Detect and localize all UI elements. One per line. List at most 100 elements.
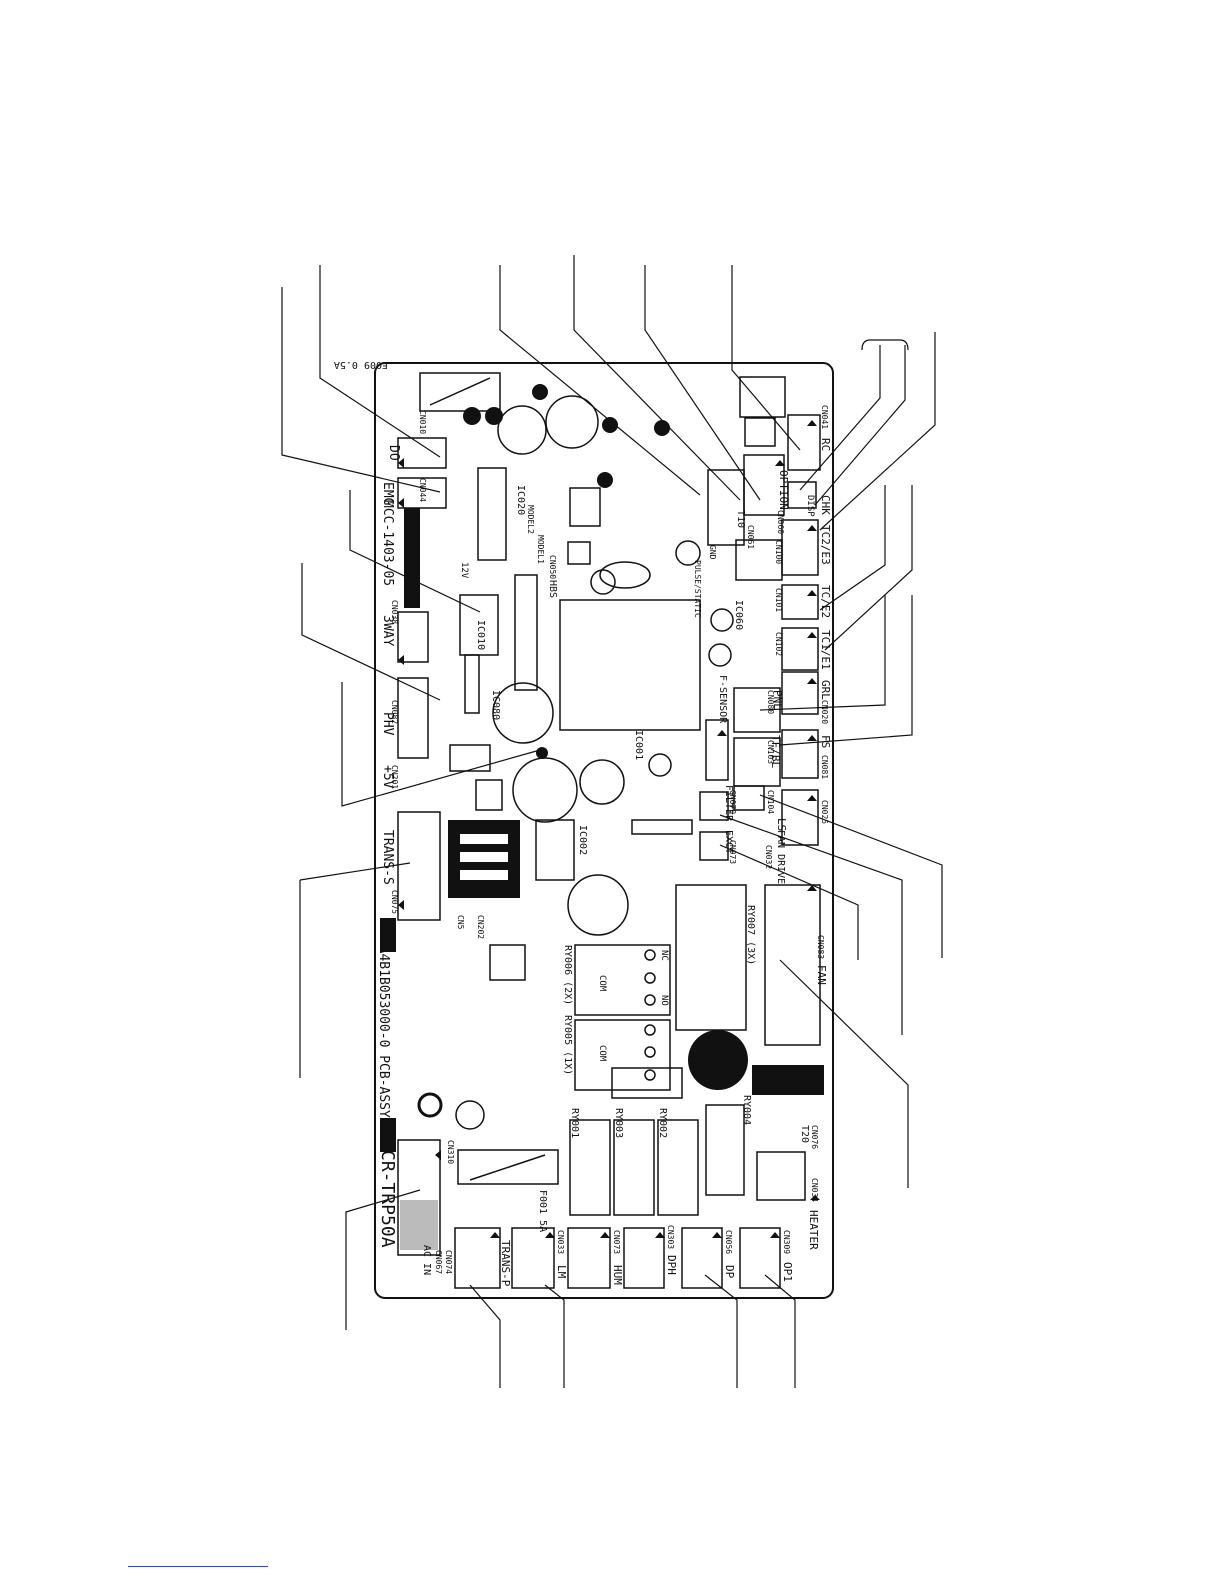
exct-label: EXCT [723,830,734,854]
phv-label: PHV [380,712,395,736]
tc2-e3-label: TC2/E3 [819,525,832,565]
leader-line [349,490,481,613]
leader-line [779,595,913,746]
ic001-label: IC001 [633,730,644,760]
hum-label: HUM [611,1265,624,1285]
connector-cn010 [397,437,447,469]
connector-tc-e2 [781,584,819,620]
cn103-label: CN103 [766,740,775,764]
fuse-holder [457,1149,559,1185]
cn201-label: CN201 [390,765,399,789]
ry003-relay [613,1119,655,1216]
connector-rc [787,414,821,471]
cn041-label: CN041 [820,405,829,429]
bracket [861,339,909,351]
cn070-label: CN070 [728,790,737,814]
do-label: DO [386,445,401,461]
cn075-label: CN075 [390,890,399,914]
ry004-label: RY004 [741,1095,752,1125]
heater-label: HEATER [807,1210,820,1250]
connector-cn075 [397,811,441,921]
component [489,944,526,981]
f-sensor-label: F-SENSOR [717,675,728,724]
ic020-label: IC020 [515,485,526,515]
leader-line [719,844,859,960]
ry004-relay [705,1104,745,1196]
crystal [599,561,651,589]
leader-lines [281,255,943,1388]
connector-ls [781,789,819,846]
fuse-top-label: F009 0.5A [334,359,388,370]
cn310-label: CN310 [446,1140,455,1164]
middle-components [449,654,693,981]
cn050-label: CN050 [548,555,557,579]
pnl-label: PNL [771,690,784,710]
tc1-e1-label: TC1/E1 [819,630,832,670]
connector-filter [699,791,729,821]
component [569,487,601,527]
capacitor [492,682,554,744]
option-label: OPTION [777,470,790,510]
cn083-label: CN083 [816,935,825,959]
capacitor [648,753,672,777]
ry002-label: RY002 [657,1108,668,1138]
leader-line [281,287,441,493]
leader-line [573,255,741,501]
ry006-label: RY006 (2X) [562,945,573,1005]
cn067-label: CN067 [434,1250,443,1274]
connector-fs [781,729,819,779]
gnd-label: GND [708,545,717,560]
cn102-label: CN102 [774,632,783,656]
varistor [455,1100,485,1130]
component [631,819,693,835]
t10-connector [707,469,745,546]
connector-dph [623,1227,665,1289]
leader-line [499,265,701,496]
cn202-label: CN202 [476,915,485,939]
black-dot [536,747,548,759]
leader-line [299,862,411,881]
rc-label: RC [819,438,832,451]
cn309-label: CN309 [782,1230,791,1254]
12v-label: 12V [459,562,469,579]
ic001-mcu [559,599,701,731]
connector-cn310 [397,1139,441,1256]
trans-s-label: TRANS-S [380,830,395,885]
pcb-board-outline [374,362,834,1299]
cn056-label: CN056 [724,1230,733,1254]
connector-cn038 [397,611,429,663]
transistor [597,472,613,488]
t20-label: T20 [799,1125,810,1143]
hatched-block [400,1200,438,1250]
heater-connector [756,1151,806,1201]
cn076-label: CN076 [810,1125,819,1149]
transistor [463,407,481,425]
leader-line [319,265,441,458]
capacitor-c002 [590,569,616,595]
component [611,1067,683,1099]
connector-tc2-e3 [781,519,819,576]
component [567,541,591,565]
transistor [485,407,503,425]
ic080-label: IC080 [490,690,501,720]
lm-label: LM [555,1265,568,1279]
capacitor [708,643,732,667]
com-label: COM [597,975,607,992]
cn073b-label: CN073 [728,840,737,864]
heatsink [448,820,520,898]
black-block [380,918,396,952]
chk-label: CHK [819,495,832,515]
capacitor [675,540,701,566]
ry006-relay [574,944,671,1016]
cn010-label: CN010 [418,410,427,434]
disp-label: DISP [805,495,815,517]
cn082-label: CN082 [390,700,399,724]
leader-line [824,485,913,651]
leader-line [759,595,886,711]
leader-line [345,1189,421,1330]
right-connectors [699,414,821,861]
tc-e2-label: TC/E2 [819,585,832,618]
board-labels: MCC-1403-05 1FA4B1B053000-0 PCB-ASSY CR-… [334,359,832,1287]
ls-label: LS [775,818,788,831]
